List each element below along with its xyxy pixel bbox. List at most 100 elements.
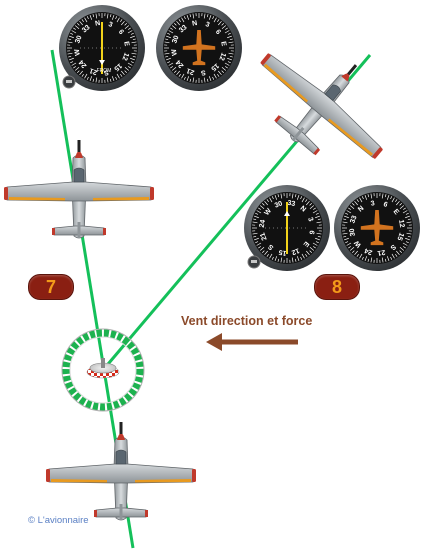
compass-label: 3: [306, 217, 314, 223]
compass-tick: [128, 66, 131, 69]
compass-tick: [213, 73, 217, 79]
compass-tick: [274, 194, 278, 200]
compass-tick: [399, 250, 402, 253]
compass-tick: [386, 256, 390, 262]
compass-tick: [111, 76, 115, 82]
compass-tick: [386, 194, 390, 200]
compass-tick: [68, 57, 74, 61]
compass-label: N: [299, 205, 307, 214]
compass-tick: [370, 257, 373, 263]
compass-tick: [345, 241, 349, 244]
compass-tick: [256, 210, 262, 214]
compass-tick: [203, 13, 206, 19]
compass-tick: [405, 212, 409, 215]
compass-tick: [120, 19, 123, 22]
compass-label: 6: [117, 29, 125, 37]
compass-tick: [317, 218, 321, 221]
compass-tick: [359, 197, 363, 203]
compass-tick: [189, 78, 192, 82]
compass-tick: [396, 250, 400, 256]
vor-from-label-top: FROM: [97, 68, 112, 74]
compass-tick: [348, 207, 351, 210]
compass-tick: [405, 241, 409, 244]
compass-tick: [132, 38, 136, 41]
compass-tick: [315, 215, 321, 219]
compass-tick: [317, 235, 321, 238]
compass-tick: [176, 70, 180, 76]
compass-label: 33: [287, 200, 296, 208]
aircraft-8: [235, 16, 414, 189]
compass-label: N: [95, 20, 101, 28]
compass-tick: [73, 66, 76, 69]
compass-label: E: [392, 208, 401, 216]
compass-tick: [262, 203, 265, 206]
compass-label: 30: [274, 200, 284, 209]
compass-label: W: [353, 239, 363, 249]
compass-tick: [183, 16, 186, 20]
compass-tick: [165, 38, 169, 41]
compass-label: 21: [259, 231, 268, 241]
compass-tick: [356, 254, 359, 257]
compass-label: E: [301, 240, 310, 248]
compass-tick: [192, 77, 195, 83]
compass-tick: [301, 197, 305, 203]
compass-tick: [228, 41, 234, 44]
compass-tick: [396, 200, 400, 206]
compass-tick: [343, 218, 347, 221]
compass-tick: [174, 70, 177, 73]
compass-tick: [167, 61, 171, 64]
compass-tick: [127, 62, 133, 66]
compass-tick: [255, 241, 259, 244]
compass-label: S: [267, 242, 275, 251]
compass-tick: [89, 76, 93, 82]
compass-tick: [364, 194, 368, 200]
position-badge-7: 7: [28, 274, 74, 300]
compass-tick: [79, 70, 83, 76]
compass-tick: [253, 237, 259, 241]
compass-tick: [86, 16, 89, 20]
compass-tick: [181, 73, 185, 79]
compass-tick: [130, 57, 136, 61]
compass-tick: [354, 200, 358, 206]
compass-tick: [213, 17, 217, 23]
compass-tick: [296, 194, 300, 200]
compass-tick: [407, 235, 411, 238]
compass-tick: [71, 62, 77, 66]
compass-tick: [349, 205, 355, 209]
compass-tick: [218, 70, 222, 76]
compass-tick: [109, 78, 112, 82]
compass-tick: [390, 196, 393, 200]
compass-tick: [167, 32, 171, 35]
compass-tick: [274, 256, 278, 262]
compass-tick: [189, 14, 192, 18]
compass-label: 3: [370, 200, 375, 208]
compass-tick: [130, 35, 136, 39]
compass-tick: [81, 19, 84, 22]
compass-tick: [192, 13, 195, 19]
compass-tick: [121, 20, 125, 26]
compass-tick: [224, 62, 230, 66]
compass-tick: [345, 212, 349, 215]
compass-tick: [81, 74, 84, 77]
compass-tick: [346, 210, 352, 214]
compass-label: 30: [349, 228, 357, 237]
compass-tick: [120, 74, 123, 77]
compass-tick: [306, 250, 310, 256]
compass-tick: [212, 76, 215, 80]
compass-tick: [165, 35, 171, 39]
compass-tick: [364, 256, 368, 262]
compass-tick: [225, 27, 228, 30]
compass-tick: [403, 207, 406, 210]
compass-tick: [384, 194, 387, 198]
compass-label: 21: [377, 248, 386, 256]
compass-tick: [183, 76, 186, 80]
compass-label: 21: [89, 66, 99, 75]
compass-tick: [178, 19, 181, 22]
compass-tick: [130, 32, 134, 35]
compass-tick: [127, 30, 133, 34]
compass-tick: [266, 199, 269, 202]
compass-label: 33: [349, 215, 358, 225]
compass-tick: [309, 205, 315, 209]
compass-tick: [95, 13, 98, 19]
compass-tick: [227, 57, 233, 61]
